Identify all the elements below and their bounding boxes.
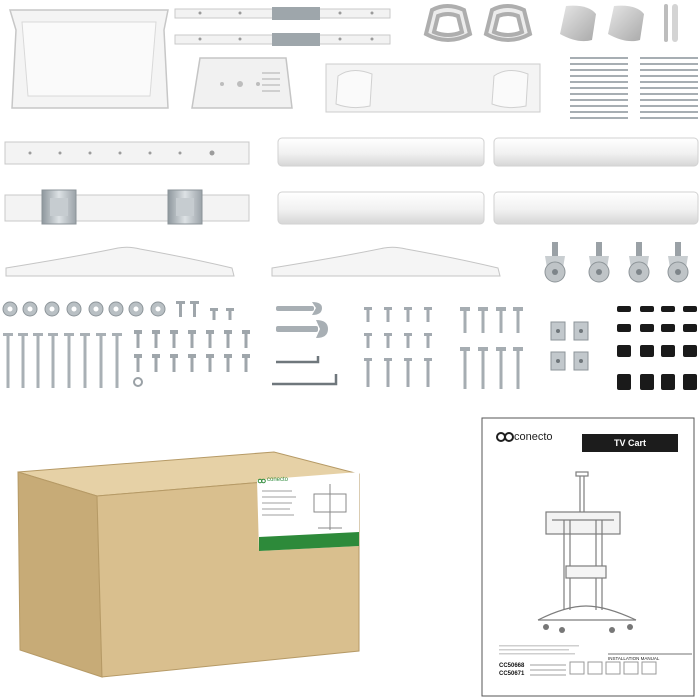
small-tray: [191, 57, 293, 109]
caster-wheels: [544, 242, 689, 283]
cross-beams: [4, 141, 250, 225]
manual-code-1: CC50668: [499, 663, 525, 669]
medium-screws: [364, 307, 432, 387]
conecto-logo-icon: [496, 432, 514, 442]
box-logo-icon: [257, 478, 266, 484]
upper-rails: [174, 7, 391, 46]
large-tray: [8, 9, 169, 109]
washers: [2, 301, 166, 317]
large-bolts: [460, 307, 523, 389]
long-bolts: [3, 333, 122, 388]
cross-panel: [325, 63, 541, 113]
small-screws: [134, 301, 250, 372]
manual-codes: CC50668 CC50671: [499, 662, 524, 678]
upright-pipes: [277, 137, 699, 225]
mounting-plates: [550, 321, 589, 371]
clamp-rings: [423, 4, 533, 42]
installation-manual: [481, 417, 695, 697]
manual-title: TV Cart: [582, 434, 678, 452]
box-brand: conecto: [267, 477, 289, 483]
bolt-bundles: [570, 57, 698, 119]
manual-footer: INSTALLATION MANUAL: [608, 656, 660, 661]
wrenches: [272, 302, 338, 386]
end-caps: [560, 4, 678, 42]
cart-legs: [5, 246, 501, 277]
rubber-spacers: [617, 306, 697, 390]
manual-brand-label: conecto: [514, 431, 553, 443]
manual-brand: conecto: [514, 431, 553, 443]
shipping-box: [17, 451, 360, 678]
small-washer: [133, 377, 143, 387]
manual-code-2: CC50671: [499, 671, 525, 677]
